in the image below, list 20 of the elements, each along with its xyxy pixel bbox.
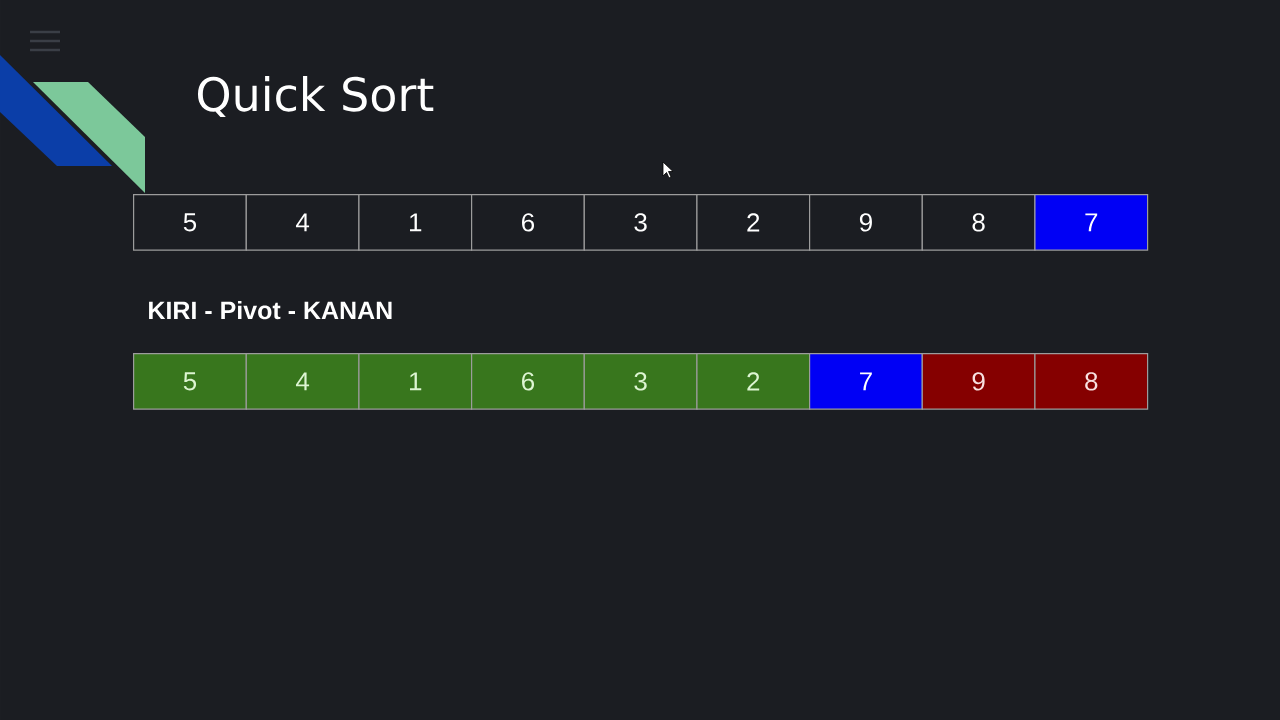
array-cell: 7 [1034,194,1149,251]
array-cell: 2 [696,194,811,251]
array-cell: 5 [133,194,247,251]
array-cell: 5 [133,353,247,410]
array-cell: 9 [809,194,923,251]
array-cell: 2 [696,353,811,410]
slide-title: Quick Sort [198,76,434,117]
array-cell: 6 [471,353,585,410]
array-cell: 1 [358,194,473,251]
array-cell: 3 [583,194,698,251]
array-cell: 4 [245,194,360,251]
array-cell: 8 [921,194,1036,251]
array-cell: 7 [809,353,923,410]
array-cell: 9 [921,353,1036,410]
array-cell: 6 [471,194,585,251]
array-cell: 3 [583,353,698,410]
array-cell: 1 [358,353,473,410]
array-cell: 8 [1034,353,1149,410]
heading-text: KIRI - Pivot - KANAN [149,300,392,320]
array-cell: 4 [245,353,360,410]
